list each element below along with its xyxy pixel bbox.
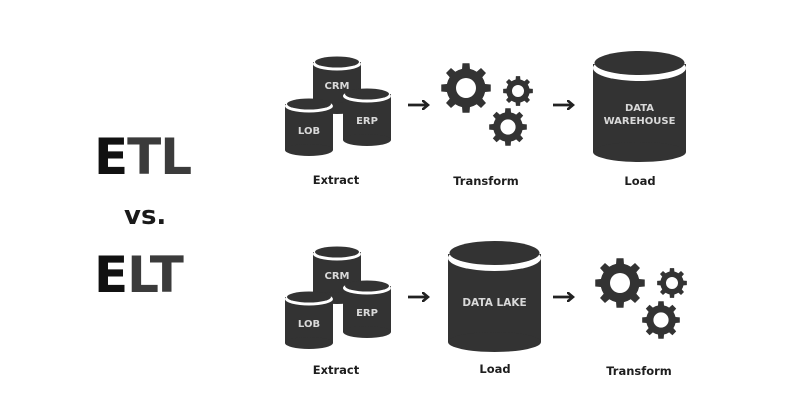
warehouse-label-line2: WAREHOUSE bbox=[604, 116, 676, 127]
lob-label: LOB bbox=[298, 319, 320, 330]
etl-load-label: Load bbox=[624, 174, 656, 188]
elt-sources-icon: CRM LOB ERP bbox=[285, 246, 391, 349]
etl-title: ETL bbox=[94, 132, 192, 182]
crm-label: CRM bbox=[325, 271, 350, 282]
etl-sources-icon: CRM LOB ERP bbox=[285, 56, 391, 156]
warehouse-label-line1: DATA bbox=[625, 103, 654, 114]
crm-database-icon: CRM bbox=[313, 246, 361, 304]
lob-label: LOB bbox=[298, 126, 320, 137]
vs-label: vs. bbox=[124, 201, 167, 231]
gear-icon bbox=[657, 268, 687, 298]
etl-extract-label: Extract bbox=[312, 173, 360, 187]
elt-transform-label: Transform bbox=[606, 364, 672, 378]
data-lake-label: DATA LAKE bbox=[462, 297, 526, 309]
gear-icon bbox=[642, 301, 680, 339]
elt-title: ELT bbox=[94, 250, 184, 300]
crm-label: CRM bbox=[325, 81, 350, 92]
gears-icon bbox=[595, 258, 687, 339]
elt-title-rest: LT bbox=[127, 246, 184, 304]
elt-load-label: Load bbox=[479, 362, 511, 376]
data-warehouse-icon: DATA WAREHOUSE bbox=[593, 51, 686, 162]
gear-icon bbox=[441, 63, 491, 113]
etl-title-rest: TL bbox=[127, 128, 192, 186]
etl-transform-label: Transform bbox=[453, 174, 519, 188]
etl-title-lead: E bbox=[94, 128, 128, 186]
lob-database-icon: LOB bbox=[285, 291, 333, 349]
elt-title-lead: E bbox=[94, 246, 128, 304]
gear-icon bbox=[503, 76, 533, 106]
elt-extract-label: Extract bbox=[312, 363, 360, 377]
lob-database-icon: LOB bbox=[285, 98, 333, 156]
gear-icon bbox=[489, 108, 527, 146]
gear-icon bbox=[595, 258, 645, 308]
erp-database-icon: ERP bbox=[343, 88, 391, 146]
gears-icon bbox=[441, 63, 533, 146]
erp-database-icon: ERP bbox=[343, 280, 391, 338]
erp-label: ERP bbox=[356, 308, 378, 319]
data-lake-icon: DATA LAKE bbox=[448, 241, 541, 352]
crm-database-icon: CRM bbox=[313, 56, 361, 114]
erp-label: ERP bbox=[356, 116, 378, 127]
